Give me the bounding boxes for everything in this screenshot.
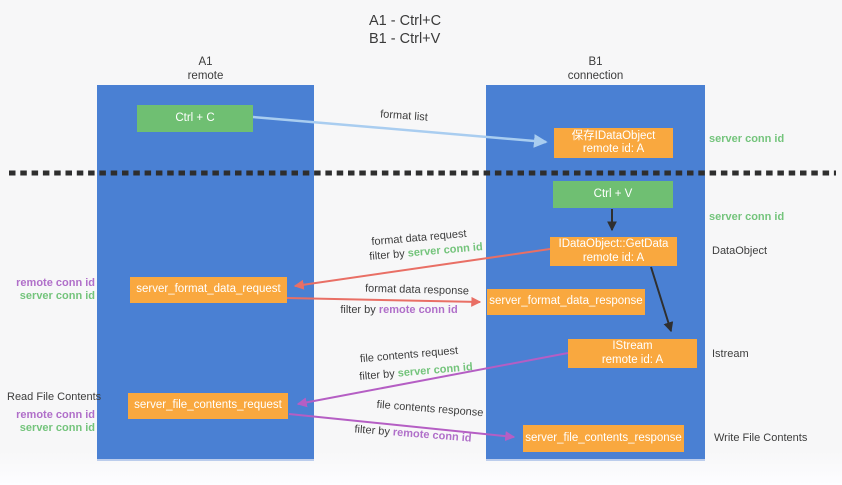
node-server-format-data-request: server_format_data_request: [130, 277, 287, 303]
node-ctrl-v: Ctrl + V: [553, 181, 673, 208]
format-list-arrow: [252, 115, 548, 148]
node-save-idataobject-line2: remote id: A: [582, 143, 645, 155]
side-label-write-file-contents: Write File Contents: [714, 432, 808, 444]
label-filter-by-remote-conn-id-1: filter by remote conn id: [319, 304, 479, 316]
diagram-title: A1 - Ctrl+C B1 - Ctrl+V: [369, 13, 441, 48]
getdata-to-istream-arrow: [650, 266, 674, 333]
node-idataobject-getdata-line2: remote id: A: [582, 251, 645, 264]
node-save-idataobject: 保存IDataObject remote id: A: [554, 128, 673, 158]
node-istream-line2: remote id: A: [601, 353, 664, 366]
title-line-2: B1 - Ctrl+V: [369, 30, 441, 47]
node-server-file-contents-request-label: server_file_contents_request: [134, 399, 282, 412]
server-conn-id-label: server conn id: [19, 289, 95, 302]
node-ctrl-c: Ctrl + C: [137, 105, 253, 132]
lane-header-b1: B1 connection: [486, 56, 705, 83]
format-data-response-arrow: [286, 296, 482, 307]
remote-conn-id-label: remote conn id: [16, 409, 95, 421]
node-ctrl-v-label: Ctrl + V: [593, 187, 633, 200]
node-idataobject-getdata-line1: IDataObject::GetData: [558, 238, 669, 250]
node-ctrl-c-label: Ctrl + C: [175, 111, 215, 124]
server-conn-id-label: server conn id: [19, 421, 95, 434]
format-data-request-arrow: [293, 248, 551, 290]
remote-conn-id-label: remote conn id: [16, 277, 95, 289]
lane-b1-role: connection: [567, 69, 624, 82]
node-server-format-data-response-label: server_format_data_response: [489, 295, 643, 308]
side-label-conn-ids-file: remote conn id server conn id: [0, 409, 95, 434]
side-label-istream: Istream: [712, 348, 749, 360]
side-label-dataobject: DataObject: [712, 245, 768, 257]
node-server-file-contents-request: server_file_contents_request: [128, 393, 288, 419]
node-istream: IStream remote id: A: [568, 339, 697, 368]
side-label-read-file-contents: Read File Contents: [7, 391, 102, 403]
node-server-format-data-request-label: server_format_data_request: [136, 283, 281, 296]
node-server-format-data-response: server_format_data_response: [487, 289, 645, 315]
lane-a1-role: remote: [187, 69, 224, 82]
lane-a1-name: A1: [198, 56, 213, 68]
node-save-idataobject-line1: 保存IDataObject: [571, 129, 656, 142]
lane-header-a1: A1 remote: [97, 56, 314, 83]
filter-by-text: filter by: [340, 304, 379, 316]
side-label-conn-ids-format: remote conn id server conn id: [0, 277, 95, 302]
side-label-server-conn-id-middle: server conn id: [709, 211, 785, 223]
node-istream-line1: IStream: [612, 340, 653, 352]
lane-b1-name: B1: [588, 56, 603, 68]
file-contents-request-arrow: [296, 352, 569, 408]
node-server-file-contents-response-label: server_file_contents_response: [525, 431, 682, 444]
node-server-file-contents-response: server_file_contents_response: [523, 425, 684, 452]
side-label-server-conn-id-top: server conn id: [709, 133, 785, 145]
node-idataobject-getdata: IDataObject::GetData remote id: A: [550, 237, 677, 266]
remote-conn-id-text: remote conn id: [378, 304, 458, 316]
file-contents-response-arrow: [288, 413, 516, 442]
title-line-1: A1 - Ctrl+C: [369, 13, 442, 29]
